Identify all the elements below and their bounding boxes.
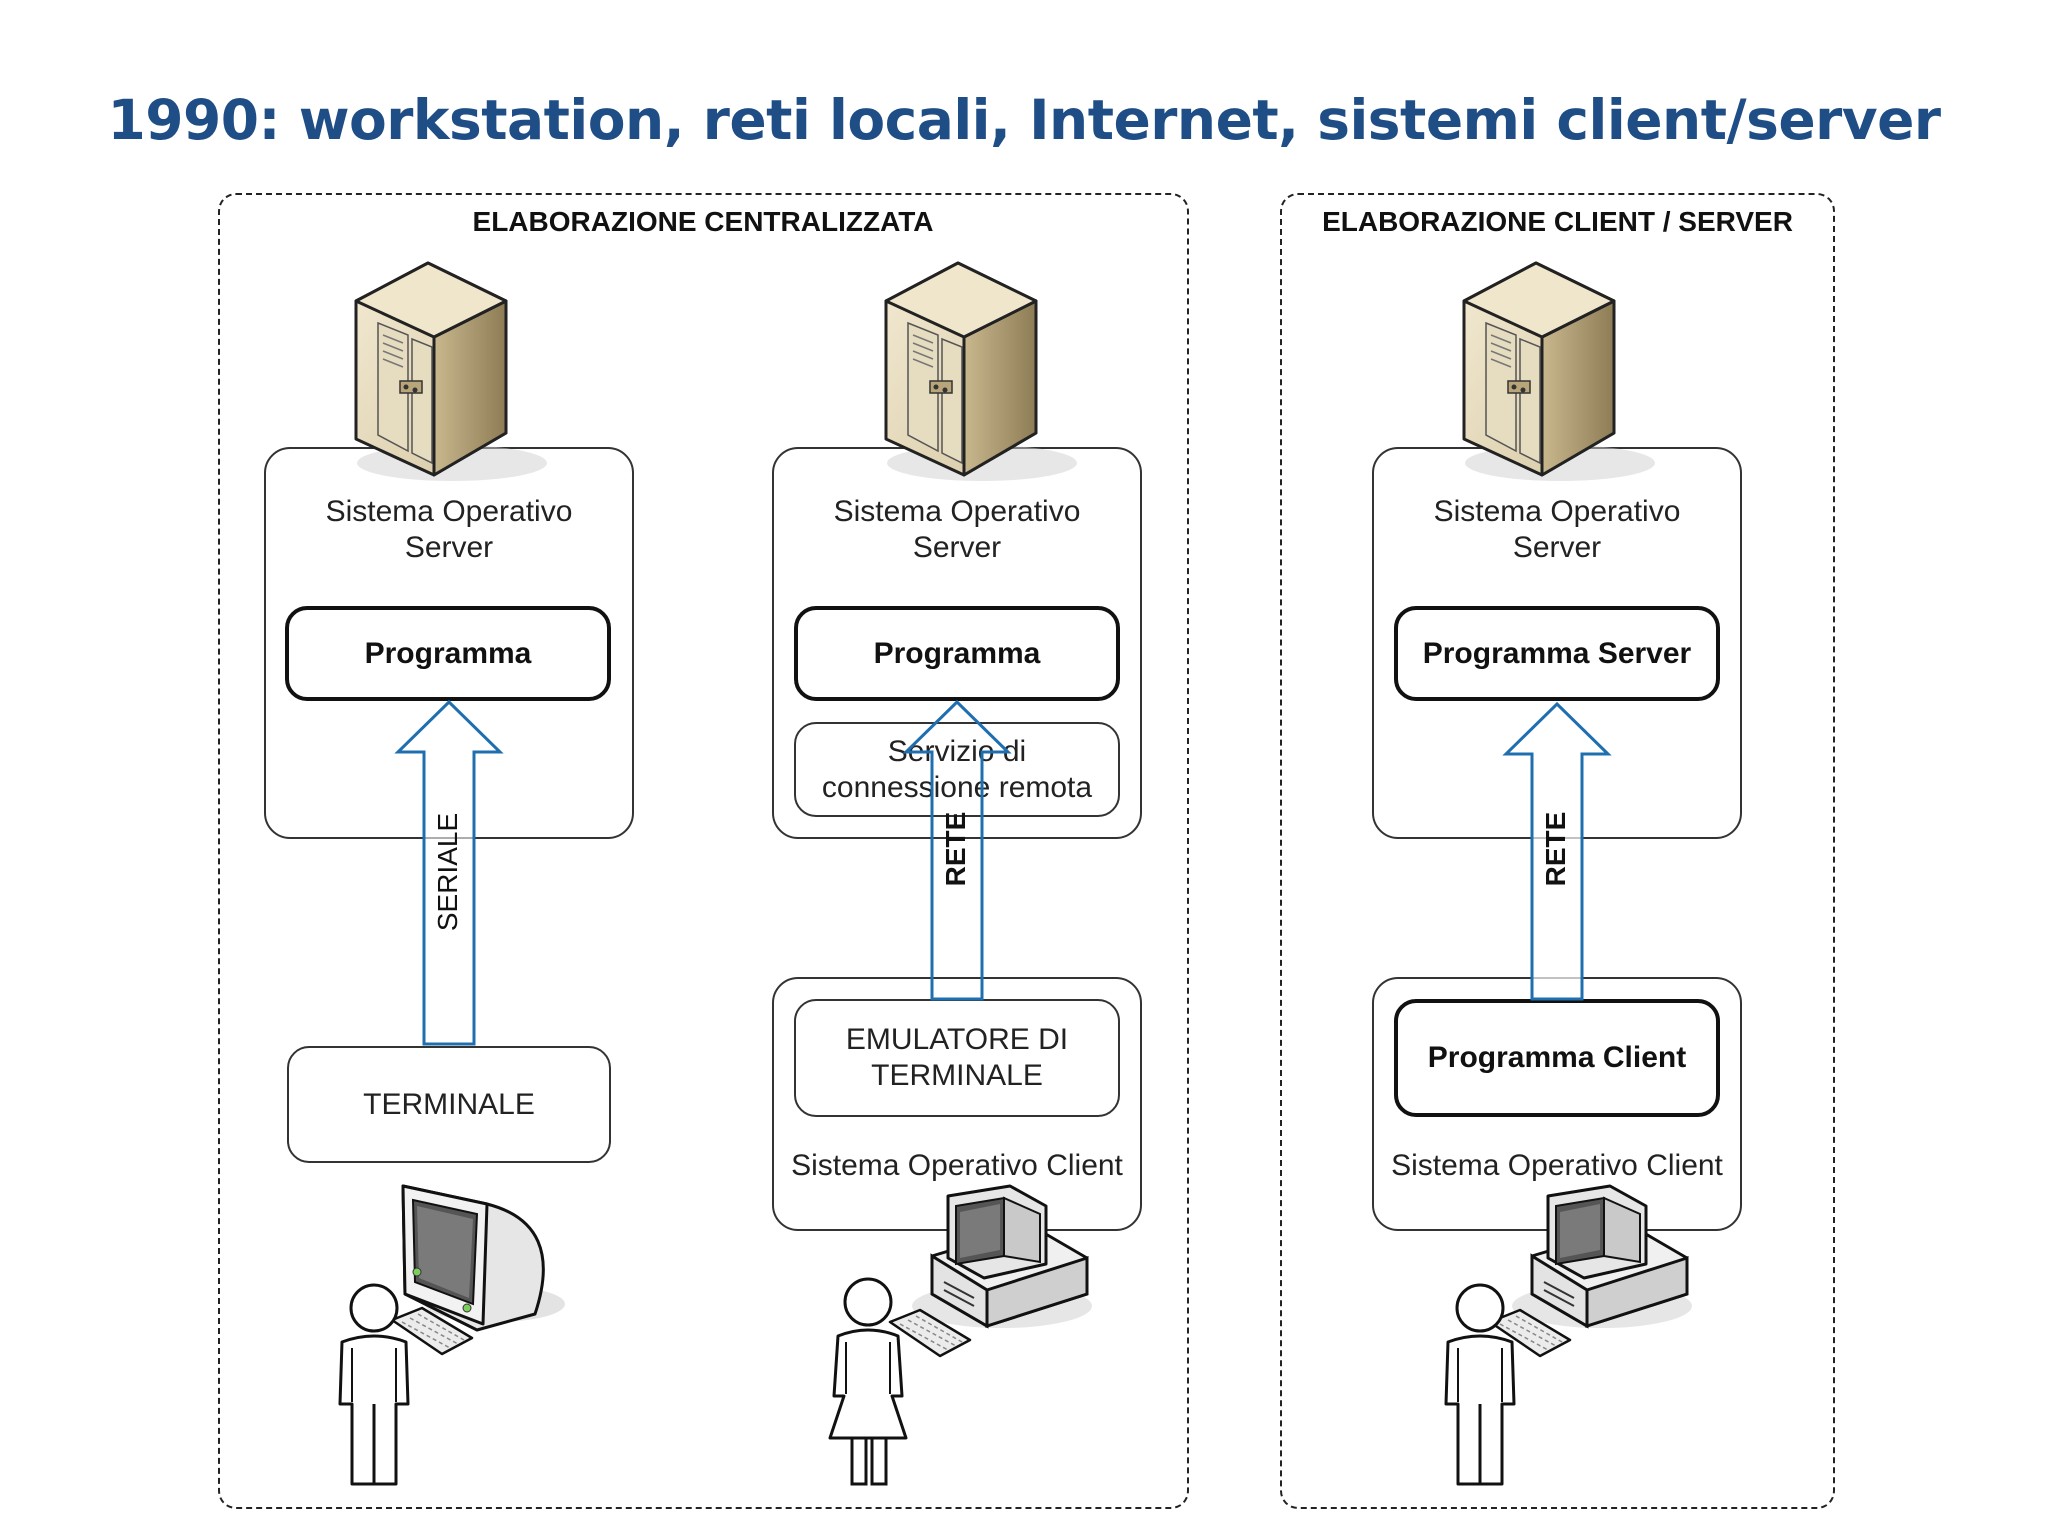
col2-server-os-line1: Sistema Operativo xyxy=(833,495,1081,528)
col3-person-icon xyxy=(1444,1283,1516,1486)
col2-program-box: Programma xyxy=(794,606,1120,701)
col3-program-server-box: Programma Server xyxy=(1394,606,1720,701)
col3-server-os-line1: Sistema Operativo xyxy=(1433,495,1681,528)
col2-service-line2: connessione remota xyxy=(821,770,1093,804)
col2-desktop-computer-icon xyxy=(910,1184,1094,1330)
col3-server-os-line2: Server xyxy=(1512,531,1602,564)
col2-emulator-line1: EMULATORE DI xyxy=(845,1023,1069,1056)
col3-program-client-box: Programma Client xyxy=(1394,999,1720,1117)
section-centralized xyxy=(218,193,1189,1509)
col2-person-icon xyxy=(828,1277,908,1486)
section-centralized-title: ELABORAZIONE CENTRALIZZATA xyxy=(472,206,934,237)
col1-terminal-box: TERMINALE xyxy=(287,1046,611,1163)
col1-person-icon xyxy=(338,1283,410,1486)
col1-program-box: Programma xyxy=(285,606,611,701)
col3-server-os-label: Sistema Operativo Server xyxy=(1372,494,1742,566)
col2-client-os-label: Sistema Operativo Client xyxy=(791,1149,1123,1182)
col2-server-tower-icon xyxy=(884,261,1079,483)
col1-server-os-line1: Sistema Operativo xyxy=(325,495,573,528)
col3-server-tower-icon xyxy=(1462,261,1657,483)
section-clientserver-title: ELABORAZIONE CLIENT / SERVER xyxy=(1322,206,1793,237)
col3-client-os-label: Sistema Operativo Client xyxy=(1391,1149,1723,1182)
col2-service-box: Servizio di connessione remota xyxy=(794,722,1120,817)
col1-server-os-label: Sistema Operativo Server xyxy=(264,494,634,566)
col2-emulator-box: EMULATORE DI TERMINALE xyxy=(794,999,1120,1117)
crt-terminal-icon xyxy=(401,1184,565,1332)
page-title: 1990: workstation, reti locali, Internet… xyxy=(107,88,1941,152)
col1-server-os-line2: Server xyxy=(404,531,494,564)
col2-emulator-line2: TERMINALE xyxy=(871,1059,1043,1092)
col1-server-tower-icon xyxy=(354,261,549,483)
col2-server-os-line2: Server xyxy=(912,531,1002,564)
col3-desktop-computer-icon xyxy=(1510,1184,1694,1330)
col2-server-os-label: Sistema Operativo Server xyxy=(772,494,1142,566)
section-clientserver xyxy=(1280,193,1835,1509)
